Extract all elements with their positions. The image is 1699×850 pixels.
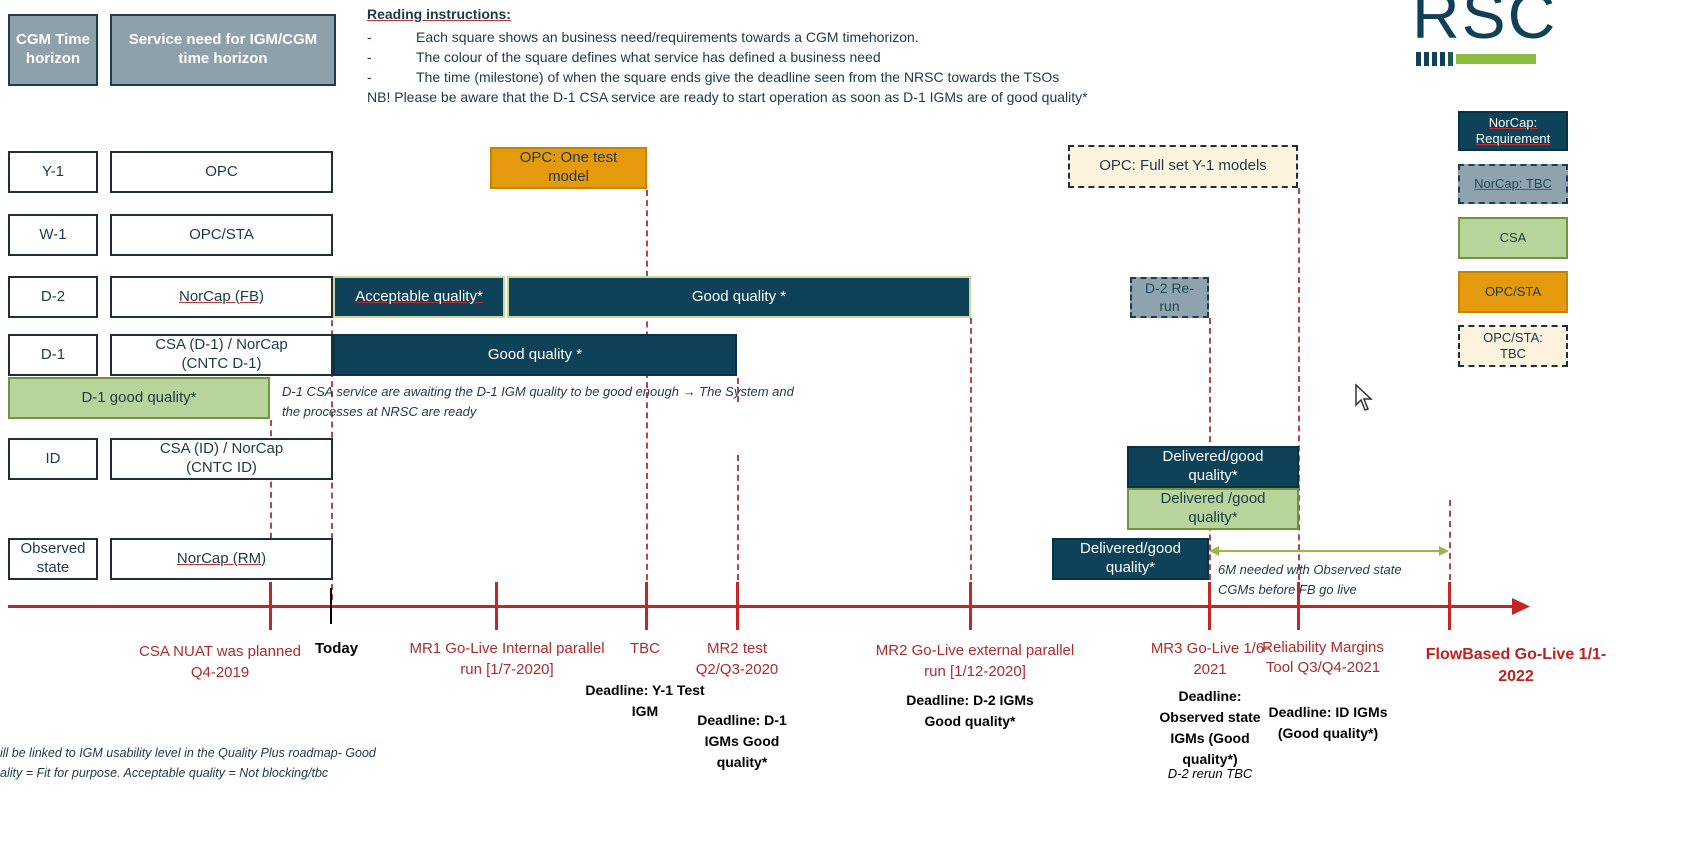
d2-good-box: Good quality *: [507, 276, 971, 318]
six-month-note: 6M needed with Observed state CGMs befor…: [1218, 562, 1402, 598]
row-label-observed: Observed state: [8, 538, 98, 580]
timeline-tick: [269, 582, 272, 630]
legend-norcap-tbc: NorCap: TBC: [1458, 164, 1568, 204]
instruction-bullet: -: [367, 69, 372, 85]
milestone-mr3: MR3 Go-Live 1/6-2021: [1150, 640, 1270, 678]
instruction-nb: NB! Please be aware that the D-1 CSA ser…: [367, 89, 1088, 105]
footer-note-line1: ill be linked to IGM usability level in …: [0, 746, 376, 760]
milestone-mr2-test: MR2 test Q2/Q3-2020: [695, 640, 779, 678]
time-horizon-header: CGM Time horizon: [8, 14, 98, 86]
service-d2: NorCap (FB): [110, 276, 333, 318]
milestone-line-mr2-golive: [970, 318, 972, 580]
deadline-d2: Deadline: D-2 IGMs Good quality*: [906, 692, 1034, 729]
opc-full-set-box: OPC: Full set Y-1 models: [1068, 145, 1298, 188]
milestone-reliability: Reliability Margins Tool Q3/Q4-2021: [1262, 639, 1384, 677]
milestone-line-mr2-test: [737, 455, 739, 580]
timeline-tick: [495, 582, 498, 630]
row-label-d2: D-2: [8, 276, 98, 318]
timeline-tick: [1448, 582, 1451, 630]
six-month-arrow: [1209, 546, 1449, 556]
instructions-title: Reading instructions:: [367, 6, 511, 22]
legend-csa: CSA: [1458, 217, 1568, 259]
observed-delivered-box: Delivered/good quality*: [1052, 538, 1209, 580]
timeline-tick: [736, 582, 739, 630]
legend-opc-sta: OPC/STA: [1458, 271, 1568, 313]
service-need-header-text: Service need for IGM/CGM time horizon: [128, 31, 318, 67]
deadline-y1: Deadline: Y-1 Test IGM: [585, 682, 705, 719]
footer-note-line2: ality = Fit for purpose. Acceptable qual…: [0, 766, 329, 780]
legend-opc-sta-tbc: OPC/STA: TBC: [1458, 325, 1568, 367]
timeline-tick-today: [330, 588, 332, 624]
service-id: CSA (ID) / NorCap (CNTC ID): [110, 438, 333, 480]
milestone-today: Today: [315, 640, 359, 657]
service-need-header: Service need for IGM/CGM time horizon: [110, 14, 336, 86]
deadline-d1: Deadline: D-1 IGMs Good quality*: [697, 712, 787, 770]
deadline-observed: Deadline: Observed state IGMs (Good qual…: [1159, 688, 1261, 767]
milestone-mr1: MR1 Go-Live Internal parallel run [1/7-2…: [409, 640, 605, 678]
rsc-logo-bars: [1416, 52, 1536, 66]
timeline-tick: [645, 582, 648, 630]
id-delivered-navy-box: Delivered/good quality*: [1127, 446, 1299, 488]
service-y1: OPC: [110, 151, 333, 193]
service-observed: NorCap (RM): [110, 538, 333, 580]
milestone-csa-nuat: CSA NUAT was planned Q4-2019: [138, 643, 302, 681]
d1-good-quality-box: D-1 good quality*: [8, 377, 270, 419]
milestone-mr2-golive: MR2 Go-Live external parallel run [1/12-…: [875, 642, 1075, 680]
milestone-line-mr2-test-upper: [737, 378, 739, 402]
timeline-tick: [969, 582, 972, 630]
mouse-cursor-icon: [1355, 383, 1373, 411]
row-label-y1: Y-1: [8, 151, 98, 193]
milestone-flowbased: FlowBased Go-Live 1/1-2022: [1425, 646, 1607, 686]
timeline-axis: [8, 605, 1518, 608]
opc-one-test-box: OPC: One test model: [490, 147, 647, 189]
d1-note: D-1 CSA service are awaiting the D-1 IGM…: [282, 384, 794, 420]
row-label-w1: W-1: [8, 214, 98, 256]
timeline-arrow-icon: [1512, 598, 1530, 615]
service-w1: OPC/STA: [110, 214, 333, 256]
milestone-line-csa-nuat: [270, 420, 272, 580]
rsc-logo: RSC: [1412, 0, 1558, 52]
legend-norcap-requirement: NorCap: Requirement: [1458, 111, 1568, 151]
instruction-bullet: -: [367, 29, 372, 45]
d2-acceptable-box: Acceptable quality*: [333, 276, 505, 318]
row-label-d1: D-1: [8, 334, 98, 376]
row-label-id: ID: [8, 438, 98, 480]
d1-good-box: Good quality *: [333, 334, 737, 376]
milestone-line-tbc: [646, 190, 648, 580]
deadline-id: Deadline: ID IGMs (Good quality*): [1268, 704, 1388, 741]
milestone-line-reliability: [1298, 188, 1300, 580]
d2-rerun-box: D-2 Re-run: [1130, 277, 1209, 318]
instruction-line-1: Each square shows an business need/requi…: [416, 29, 919, 45]
deadline-observed-sub: D-2 rerun TBC: [1167, 766, 1253, 781]
instruction-line-3: The time (milestone) of when the square …: [416, 69, 1060, 85]
id-delivered-green-box: Delivered /good quality*: [1127, 488, 1299, 530]
instruction-line-2: The colour of the square defines what se…: [416, 49, 881, 65]
service-d1: CSA (D-1) / NorCap (CNTC D-1): [110, 334, 333, 376]
timeline-tick: [1297, 582, 1300, 630]
time-horizon-header-text: CGM Time horizon: [16, 31, 90, 67]
instruction-bullet: -: [367, 49, 372, 65]
milestone-line-flowbased: [1449, 500, 1451, 580]
milestone-tbc: TBC: [630, 640, 660, 657]
timeline-tick: [1208, 582, 1211, 630]
